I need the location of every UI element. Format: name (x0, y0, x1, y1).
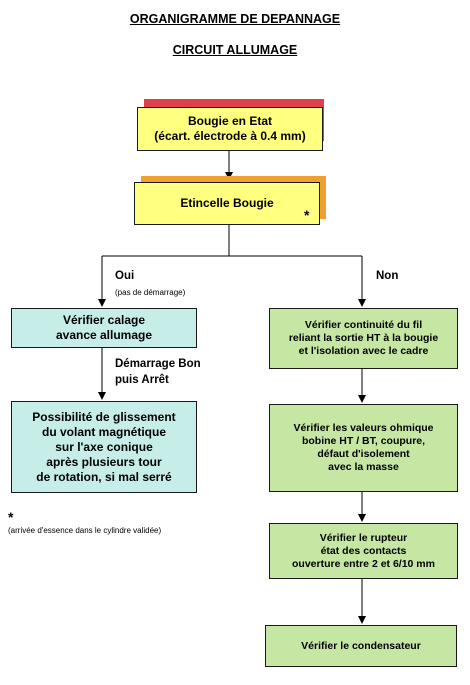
footnote-asterisk: * (8, 509, 14, 525)
valeurs-ohmique-node: Vérifier les valeurs ohmique bobine HT /… (269, 404, 458, 492)
demarrage-label: Démarrage Bon puis Arrêt (115, 358, 201, 386)
branch-oui-label: Oui (115, 270, 135, 282)
verifier-calage-node: Vérifier calage avance allumage (11, 308, 197, 348)
branch-non-label: Non (376, 270, 399, 282)
etincelle-node: Etincelle Bougie (134, 182, 320, 225)
branch-oui-note: (pas de démarrage) (115, 288, 186, 297)
bougie-node: Bougie en Etat (écart. électrode à 0.4 m… (137, 107, 323, 151)
rupteur-node: Vérifier le rupteur état des contacts ou… (269, 523, 458, 579)
glissement-node: Possibilité de glissement du volant magn… (11, 401, 197, 493)
page-subtitle: CIRCUIT ALLUMAGE (172, 43, 298, 57)
footnote-text: (arrivée d'essence dans le cylindre vali… (8, 526, 162, 535)
continuite-node: Vérifier continuité du fil reliant la so… (269, 308, 458, 369)
page-title: ORGANIGRAMME DE DEPANNAGE (129, 12, 341, 26)
etincelle-asterisk: * (304, 207, 310, 223)
condensateur-node: Vérifier le condensateur (265, 625, 457, 667)
